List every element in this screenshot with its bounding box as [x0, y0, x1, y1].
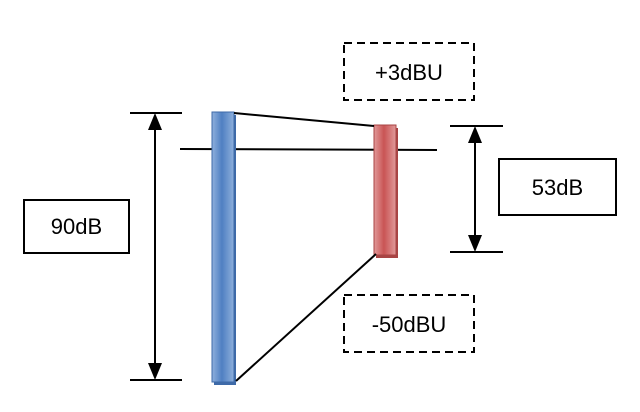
bottom-level-label: -50dBU — [372, 312, 447, 337]
sub-range-arrowhead-down — [468, 235, 482, 252]
full-range-arrowhead-up — [148, 113, 162, 130]
full-range-label-box: 90dB — [23, 199, 130, 254]
full-range-arrowhead-down — [148, 363, 162, 380]
bottom-mapping-line — [235, 253, 377, 382]
full-range-dimension — [130, 112, 182, 381]
bottom-level-box: -50dBU — [343, 294, 475, 353]
sub-range-arrowhead-up — [468, 126, 482, 143]
blue-bar — [211, 111, 236, 385]
top-mapping-line — [233, 112, 375, 127]
full-range-label: 90dB — [51, 214, 102, 239]
sub-range-dimension — [450, 125, 503, 253]
sub-range-label: 53dB — [532, 175, 583, 200]
top-level-box: +3dBU — [343, 42, 475, 101]
top-level-label: +3dBU — [375, 60, 443, 85]
red-bar — [373, 124, 398, 258]
sub-range-label-box: 53dB — [498, 158, 617, 216]
